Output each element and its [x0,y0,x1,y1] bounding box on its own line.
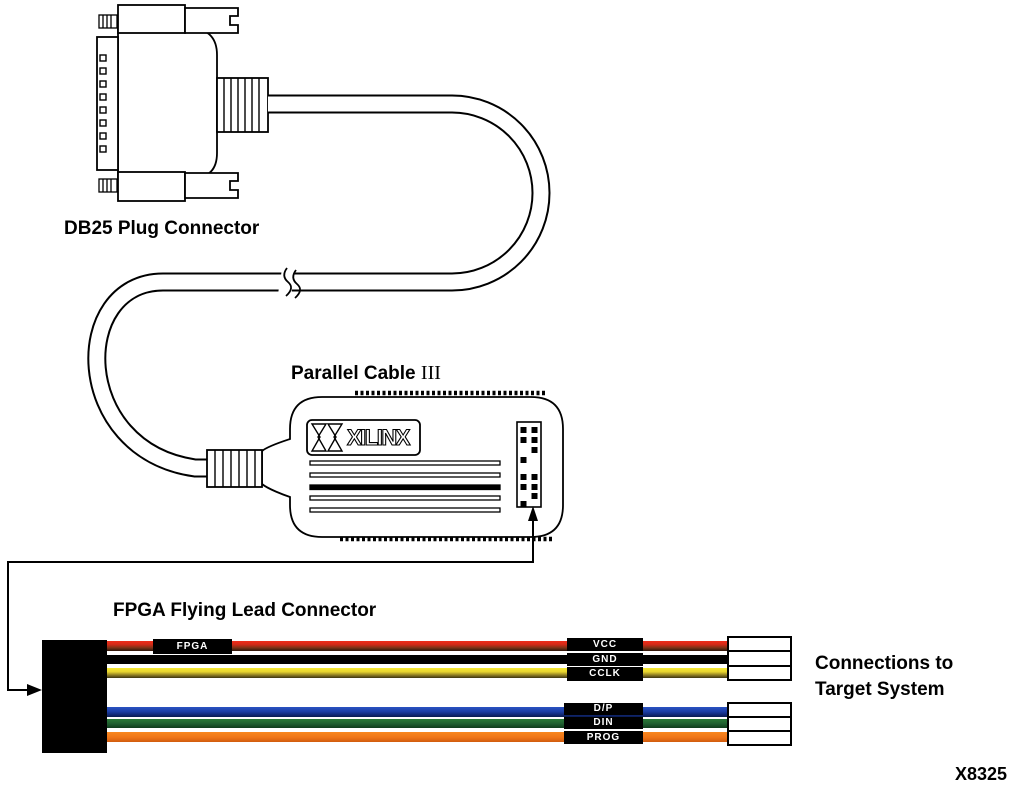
signal-tag-din: DIN [564,717,643,729]
wire-din [107,719,727,728]
db25-bottom-backshell [184,172,239,199]
wire-prog [107,732,727,742]
db25-thumbscrew-bottom [98,178,118,193]
parallel-cable-pod: XILINX [206,390,564,542]
connections-label: Connections to Target System [815,651,953,703]
flying-lead-label: FPGA Flying Lead Connector [113,600,377,621]
signal-tag-dp: D/P [564,703,643,715]
parallel-cable-numeral: III [420,362,441,384]
terminal-stack-top [727,636,792,681]
terminal-pin [729,638,790,651]
db25-connector [96,4,269,202]
signal-tag-prog: PROG [564,731,643,744]
terminal-pin [729,650,790,665]
pod-pin-header [516,421,542,508]
terminal-pin [729,730,790,744]
wire-dp [107,707,727,717]
db25-label: DB25 Plug Connector [64,218,260,239]
db25-thumbscrew-top [98,14,118,29]
cable [87,94,551,478]
xilinx-logo-icon [310,423,344,452]
xilinx-logo-text: XILINX [347,425,411,450]
callout-arrow [7,506,538,696]
db25-strain-relief [216,77,269,133]
terminal-pin [729,716,790,730]
parallel-cable-name: Parallel Cable [291,363,416,384]
bundle-tag-fpga: FPGA [153,639,232,654]
signal-tag-gnd: GND [567,653,643,666]
connections-line1: Connections to [815,653,954,674]
pod-strain-relief [206,449,263,488]
db25-top-backshell [184,7,239,34]
db25-pins [99,54,107,153]
terminal-pin [729,704,790,716]
wire-vcc [107,641,727,651]
db25-body [117,27,218,179]
wire-gnd [107,655,727,664]
db25-top-flange [117,4,186,34]
db25-bottom-flange [117,171,186,202]
flying-lead-block [42,640,107,753]
signal-tag-vcc: VCC [567,638,643,651]
terminal-stack-bottom [727,702,792,746]
figure-id: X8325 [955,764,1008,784]
wire-cclk [107,668,727,678]
cable-break-mark [278,267,301,299]
terminal-pin [729,664,790,679]
pod-slots [309,460,501,513]
connections-line2: Target System [815,679,945,700]
signal-tag-cclk: CCLK [567,667,643,681]
parallel-cable-label: Parallel Cable III [291,362,441,385]
